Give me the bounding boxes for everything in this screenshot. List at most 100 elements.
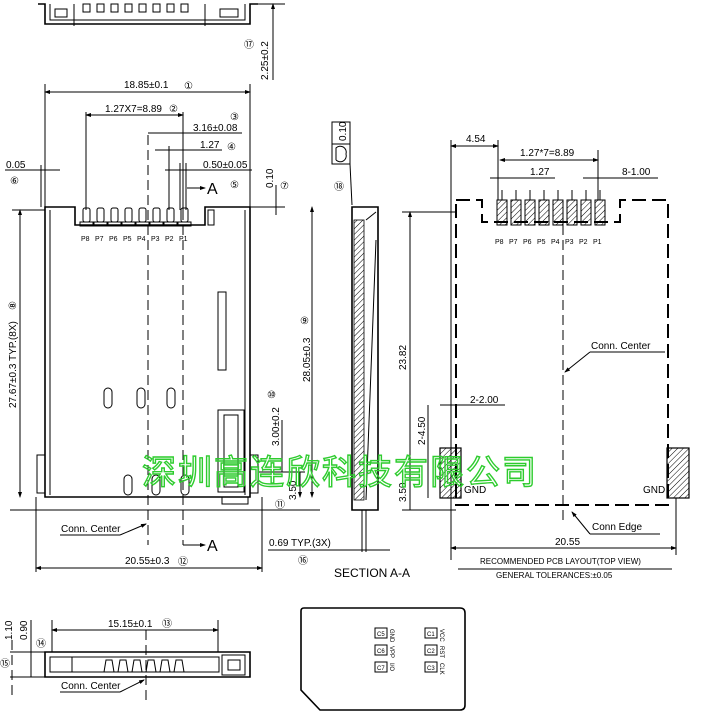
top-pin: [180, 3, 189, 13]
pcb-dim-4-54: 4.54: [466, 134, 486, 145]
pcb-pad-p6: [524, 199, 536, 226]
pin-foot: [135, 221, 150, 227]
sim-contact-label: RST: [438, 646, 444, 658]
section-a-a: 0.10 ⑱ 0.69 TYP.(3X) ⑯ SECTION A-A: [268, 121, 410, 580]
gnd-label-left: GND: [464, 485, 486, 496]
sim-contact-id: C7: [377, 666, 385, 672]
pcb-pin-label: P7: [509, 239, 518, 246]
pin-foot: [121, 221, 136, 227]
conn-center-label: Conn. Center: [61, 524, 121, 535]
pcb-pad-p8: [496, 199, 508, 226]
pcb-pin-label: P5: [537, 239, 546, 246]
pcb-pin-label: P8: [495, 239, 504, 246]
contact-slot: [180, 474, 190, 496]
pcb-pad-p4: [552, 199, 564, 226]
pcb-dim-20-55: 20.55: [555, 537, 580, 548]
ref-10: ⑩: [267, 390, 276, 401]
sim-contact-c5: [374, 627, 388, 639]
dim-3-50: 3.50: [288, 480, 299, 500]
sim-contact-c1: [424, 627, 438, 639]
pin-foot: [93, 221, 108, 227]
dim-18-85: 18.85±0.1: [124, 80, 169, 91]
dim-0-50: 0.50±0.05: [203, 160, 248, 171]
section-marker-top: A: [207, 181, 218, 198]
pin-label: P1: [179, 236, 188, 243]
gnd-label-right: GND: [643, 485, 665, 496]
sim-contact-label: GND: [388, 629, 394, 643]
pin-foot: [163, 221, 178, 227]
dim-1-10: 1.10: [4, 620, 15, 640]
sim-contact-c3: [424, 661, 438, 673]
dim-27-67: 27.67±0.3 TYP.(8X): [8, 321, 19, 408]
dim-3-00: 3.00±0.2: [271, 407, 282, 446]
flatness-icon: [335, 145, 347, 163]
contact-slot: [123, 474, 133, 496]
pcb-conn-center: Conn. Center: [591, 341, 651, 352]
pin-p3: [152, 207, 161, 223]
dim-1-27: 1.27: [200, 140, 220, 151]
top-pin: [110, 3, 119, 13]
ref-14: ⑭: [36, 638, 46, 650]
pin-p6: [110, 207, 119, 223]
pin-p4: [138, 207, 147, 223]
pin-foot: [79, 221, 94, 227]
pin-p8: [82, 207, 91, 223]
sim-contact-label: VPP: [388, 646, 394, 658]
pcb-pin-label: P1: [593, 239, 602, 246]
contact-slot: [136, 387, 146, 409]
dim-0-69: 0.69 TYP.(3X): [269, 538, 331, 549]
top-pin: [124, 3, 133, 13]
pcb-dim-8-1-00: 8-1.00: [622, 167, 651, 178]
contact-slot: [151, 474, 161, 496]
dim-2-25: 2.25±0.2: [260, 41, 271, 80]
sim-contact-id: C1: [427, 632, 435, 638]
pcb-pad-p1: [594, 199, 606, 226]
pcb-pad-p5: [538, 199, 550, 226]
watermark: 深圳高连欣科技有限公司: [142, 453, 538, 493]
pin-label: P8: [81, 236, 90, 243]
pin-label: P4: [137, 236, 146, 243]
sim-contact-id: C2: [427, 649, 435, 655]
sim-contact-id: C3: [427, 666, 435, 672]
pcb-dim-1-27: 1.27: [530, 167, 550, 178]
pcb-pin-label: P2: [579, 239, 588, 246]
pcb-pin-label: P6: [523, 239, 532, 246]
pcb-pad-p7: [510, 199, 522, 226]
ref-7: ⑦: [280, 181, 289, 192]
pin-p5: [124, 207, 133, 223]
sim-contact-label: VCC: [438, 629, 444, 642]
ref-2: ②: [169, 104, 178, 115]
pin-p2: [166, 207, 175, 223]
section-marker-bottom: A: [207, 538, 218, 555]
top-pin: [138, 3, 147, 13]
dim-8-89: 1.27X7=8.89: [105, 104, 162, 115]
ref-17: ⑰: [244, 39, 254, 51]
pcb-pad-p3: [566, 199, 578, 226]
pin-label: P2: [165, 236, 174, 243]
contact-slot: [166, 387, 176, 409]
ref-9: ⑨: [300, 316, 309, 327]
sim-contact-id: C5: [377, 632, 385, 638]
sim-contact-c7: [374, 661, 388, 673]
gnd-pad-right: [666, 447, 690, 499]
ref-1: ①: [184, 81, 193, 92]
pcb-tolerances: GENERAL TOLERANCES:±0.05: [496, 571, 613, 580]
pcb-dim-8-89: 1.27*7=8.89: [520, 148, 575, 159]
sim-contact-c6: [374, 644, 388, 656]
gnd-pad-left: [439, 447, 462, 499]
ref-15: ⑮: [0, 658, 10, 670]
ref-18: ⑱: [334, 181, 344, 193]
ref-11: ⑪: [275, 499, 285, 511]
ref-6: ⑥: [10, 176, 19, 187]
dim-0-10: 0.10: [265, 168, 276, 188]
flatness-value: 0.10: [338, 121, 349, 141]
pin-p1: [180, 207, 189, 223]
dim-15-15: 15.15±0.1: [108, 619, 153, 630]
pcb-conn-edge: Conn Edge: [592, 522, 642, 533]
pin-foot: [149, 221, 164, 227]
pin-foot: [177, 221, 192, 227]
